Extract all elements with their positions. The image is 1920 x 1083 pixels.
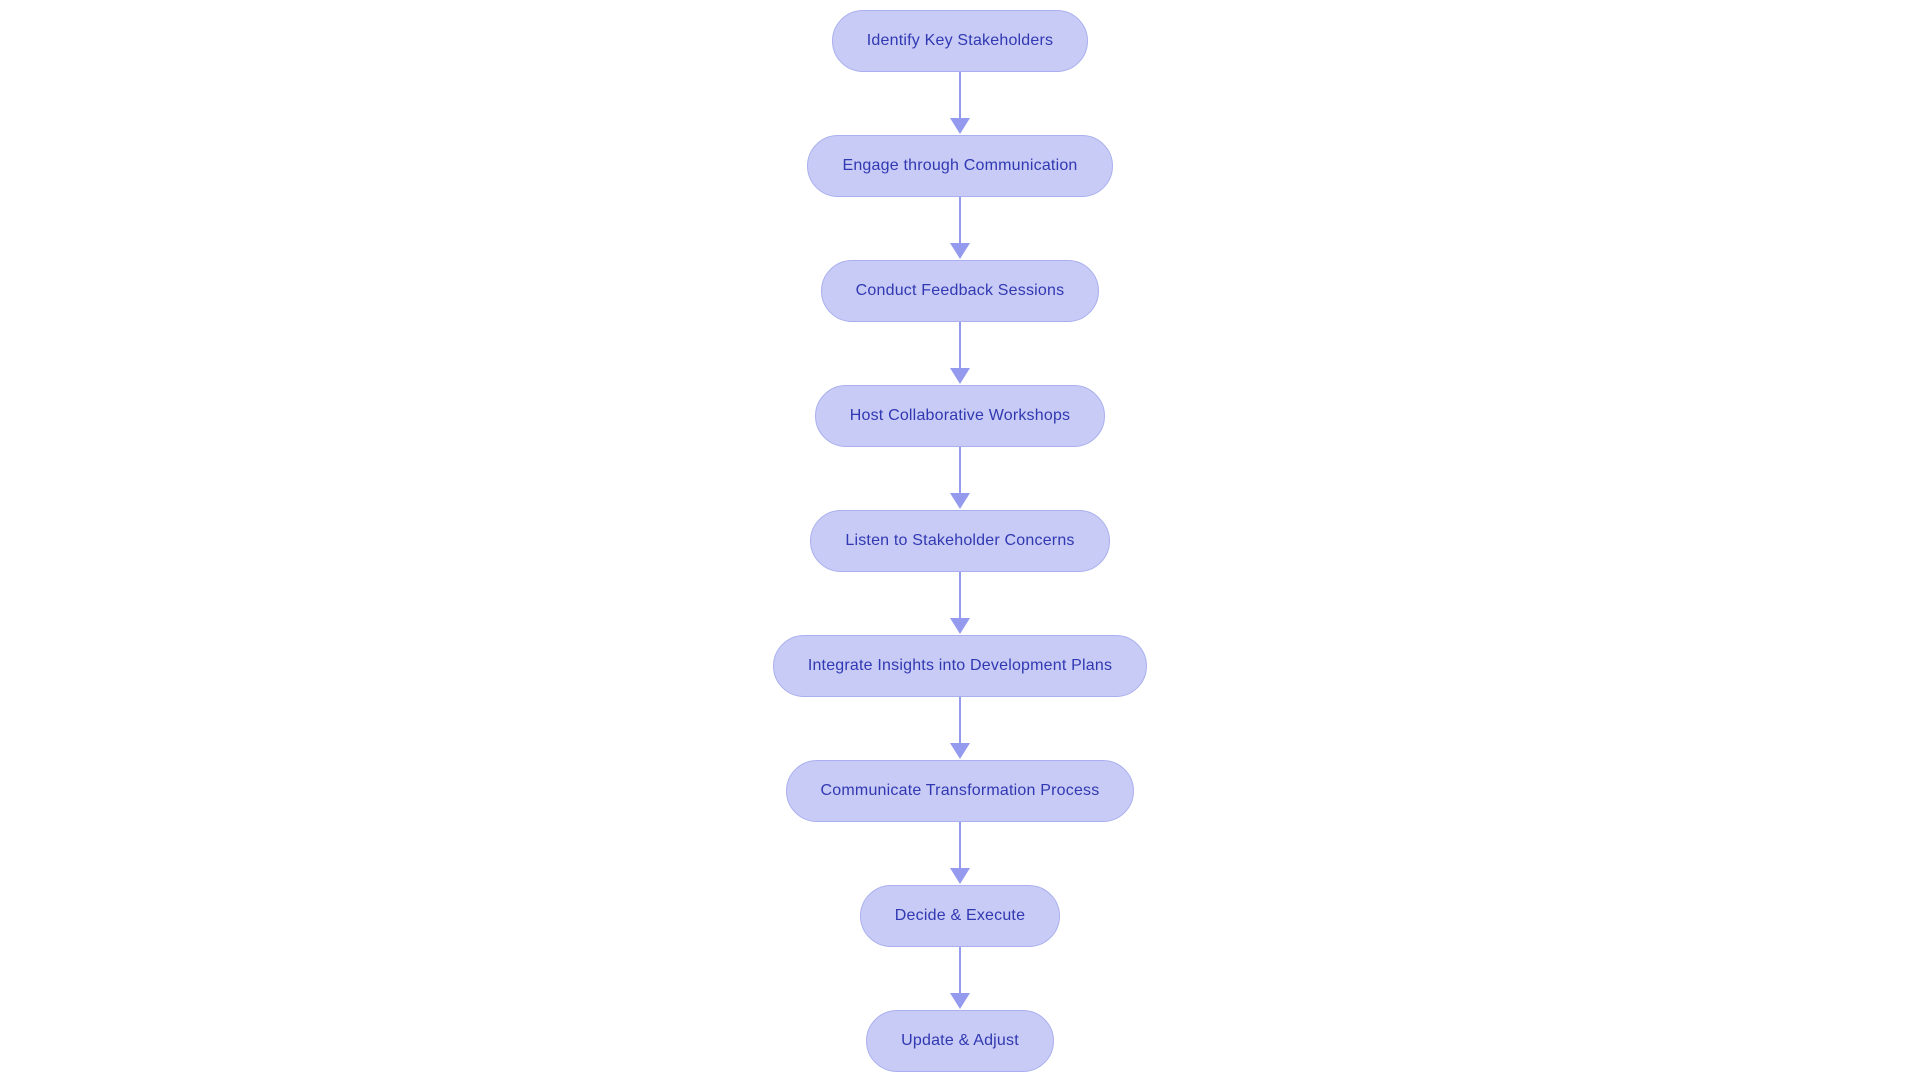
down-arrow-icon	[950, 72, 970, 134]
down-arrow-icon	[950, 447, 970, 509]
down-arrow-icon	[950, 322, 970, 384]
node-label: Update & Adjust	[901, 1032, 1019, 1049]
down-arrow-icon	[950, 197, 970, 259]
flow-node-listen-to-stakeholder-concerns: Listen to Stakeholder Concerns	[810, 510, 1110, 572]
flow-node-conduct-feedback-sessions: Conduct Feedback Sessions	[820, 260, 1100, 322]
node-label: Host Collaborative Workshops	[849, 407, 1071, 424]
down-arrow-icon	[950, 822, 970, 884]
flow-node-host-collaborative-workshops: Host Collaborative Workshops	[814, 385, 1106, 447]
flow-node-update-and-adjust: Update & Adjust	[866, 1010, 1054, 1072]
down-arrow-icon	[950, 572, 970, 634]
down-arrow-icon	[950, 947, 970, 1009]
node-label: Communicate Transformation Process	[820, 782, 1100, 799]
flow-node-engage-through-communication: Engage through Communication	[807, 135, 1113, 197]
node-label: Engage through Communication	[842, 157, 1078, 174]
node-label: Conduct Feedback Sessions	[855, 282, 1065, 299]
node-label: Decide & Execute	[894, 907, 1026, 924]
node-label: Listen to Stakeholder Concerns	[845, 532, 1075, 549]
flow-node-identify-key-stakeholders: Identify Key Stakeholders	[831, 10, 1089, 72]
flow-node-integrate-insights-into-development-plans: Integrate Insights into Development Plan…	[772, 635, 1148, 697]
flow-node-decide-and-execute: Decide & Execute	[859, 885, 1061, 947]
flow-node-communicate-transformation-process: Communicate Transformation Process	[785, 760, 1135, 822]
down-arrow-icon	[950, 697, 970, 759]
node-label: Identify Key Stakeholders	[866, 32, 1054, 49]
node-label: Integrate Insights into Development Plan…	[807, 657, 1113, 674]
